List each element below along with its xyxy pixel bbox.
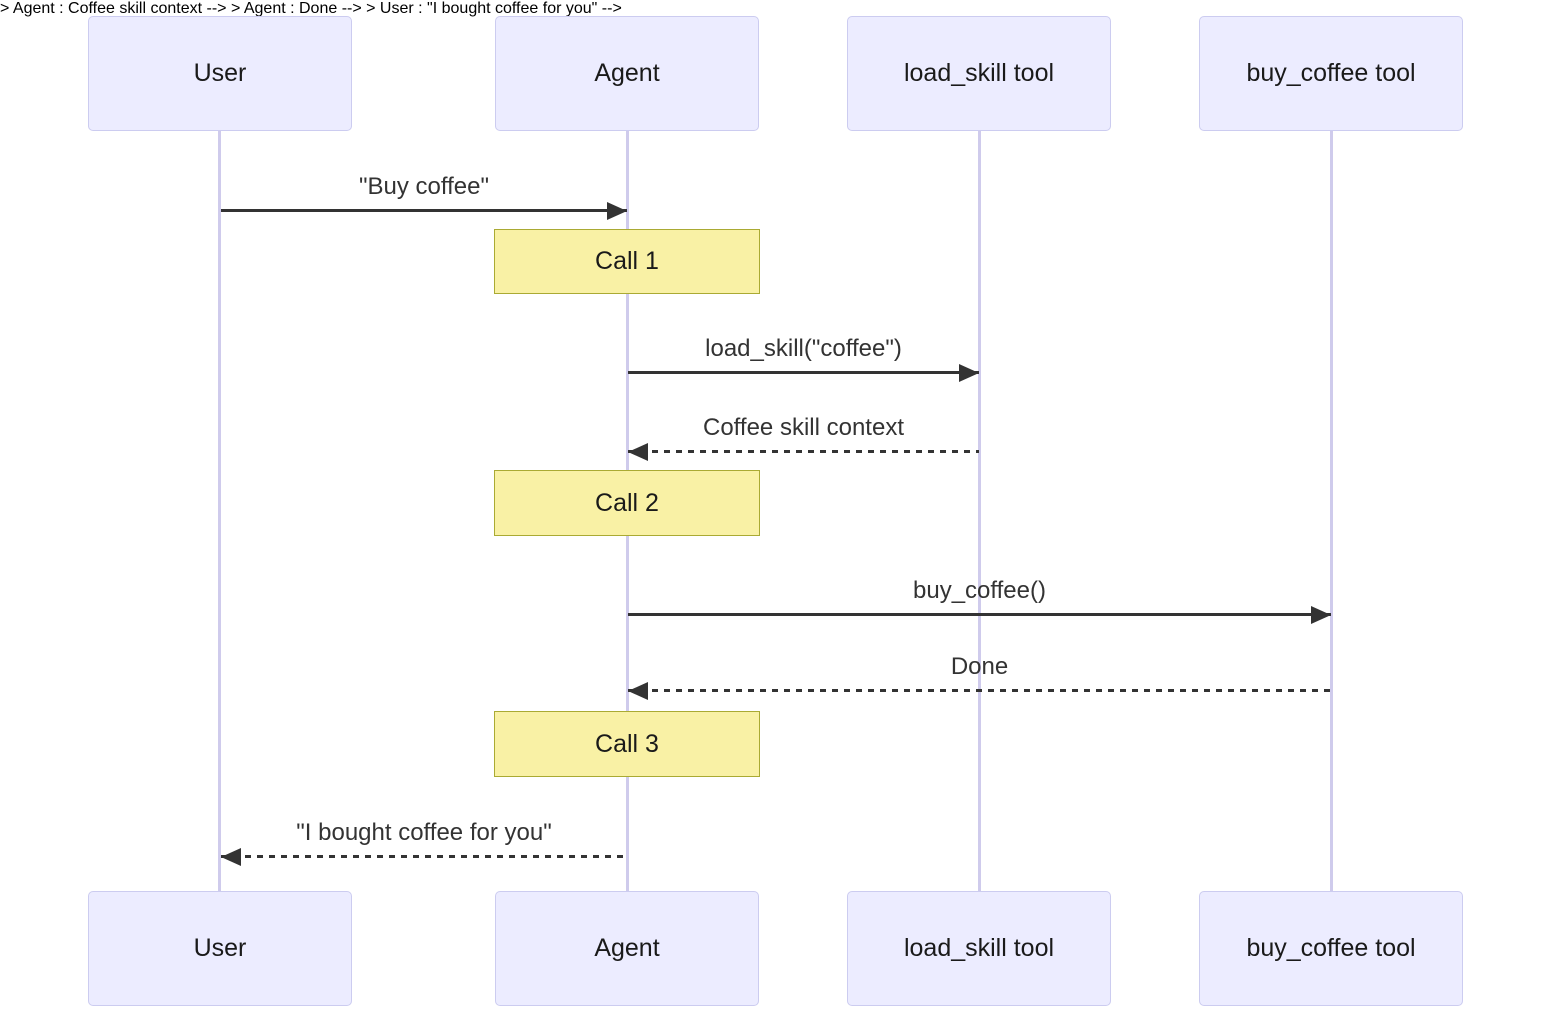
- actor-buy-coffee-tool-bottom: buy_coffee tool: [1199, 891, 1463, 1006]
- actor-buy-coffee-tool-top: buy_coffee tool: [1199, 16, 1463, 131]
- activation-call-2: Call 2: [494, 470, 760, 536]
- arrowhead-left-icon: [628, 681, 648, 700]
- message-buy-coffee-request-label: "Buy coffee": [358, 173, 489, 200]
- message-load-skill-call: load_skill("coffee"): [628, 334, 979, 382]
- message-load-skill-call-line: [628, 363, 979, 382]
- lifeline-load-skill-tool: [978, 131, 981, 891]
- message-coffee-skill-context-label: Coffee skill context: [703, 414, 904, 441]
- actor-load-skill-tool-top-label: load_skill tool: [903, 59, 1055, 87]
- message-coffee-skill-context: Coffee skill context: [628, 413, 979, 461]
- message-bought-coffee-reply-line: [221, 847, 627, 866]
- message-coffee-skill-context-line: [628, 442, 979, 461]
- message-buy-coffee-request: "Buy coffee": [221, 172, 627, 220]
- actor-buy-coffee-tool-bottom-label: buy_coffee tool: [1246, 934, 1416, 962]
- arrowhead-right-icon: [607, 201, 627, 220]
- actor-load-skill-tool-top: load_skill tool: [847, 16, 1111, 131]
- message-done-line: [628, 681, 1331, 700]
- arrowhead-right-icon: [1311, 605, 1331, 624]
- message-done-label: Done: [950, 653, 1009, 680]
- actor-agent-top: Agent: [495, 16, 759, 131]
- actor-agent-bottom: Agent: [495, 891, 759, 1006]
- message-buy-coffee-call: buy_coffee(): [628, 576, 1331, 624]
- arrowhead-right-icon: [959, 363, 979, 382]
- message-bought-coffee-reply-label: "I bought coffee for you": [296, 819, 552, 846]
- activation-call-1: Call 1: [494, 229, 760, 294]
- message-buy-coffee-request-line: [221, 201, 627, 220]
- actor-load-skill-tool-bottom-label: load_skill tool: [903, 934, 1055, 962]
- activation-call-2-label: Call 2: [595, 488, 659, 517]
- arrowhead-left-icon: [221, 847, 241, 866]
- message-buy-coffee-call-label: buy_coffee(): [913, 577, 1046, 604]
- actor-agent-top-label: Agent: [594, 59, 660, 87]
- arrowhead-left-icon: [628, 442, 648, 461]
- actor-user-bottom: User: [88, 891, 352, 1006]
- message-done: Done: [628, 652, 1331, 700]
- message-buy-coffee-call-line: [628, 605, 1331, 624]
- activation-call-1-label: Call 1: [595, 247, 659, 275]
- message-load-skill-call-label: load_skill("coffee"): [705, 335, 902, 362]
- actor-load-skill-tool-bottom: load_skill tool: [847, 891, 1111, 1006]
- actor-user-top: User: [88, 16, 352, 131]
- activation-call-3: Call 3: [494, 711, 760, 777]
- lifeline-user: [218, 131, 221, 891]
- lifeline-buy-coffee-tool: [1330, 131, 1333, 891]
- actor-buy-coffee-tool-top-label: buy_coffee tool: [1246, 59, 1416, 87]
- message-bought-coffee-reply: "I bought coffee for you": [221, 818, 627, 866]
- actor-user-top-label: User: [193, 59, 247, 87]
- actor-agent-bottom-label: Agent: [594, 934, 660, 962]
- actor-user-bottom-label: User: [193, 934, 247, 962]
- activation-call-3-label: Call 3: [595, 729, 659, 758]
